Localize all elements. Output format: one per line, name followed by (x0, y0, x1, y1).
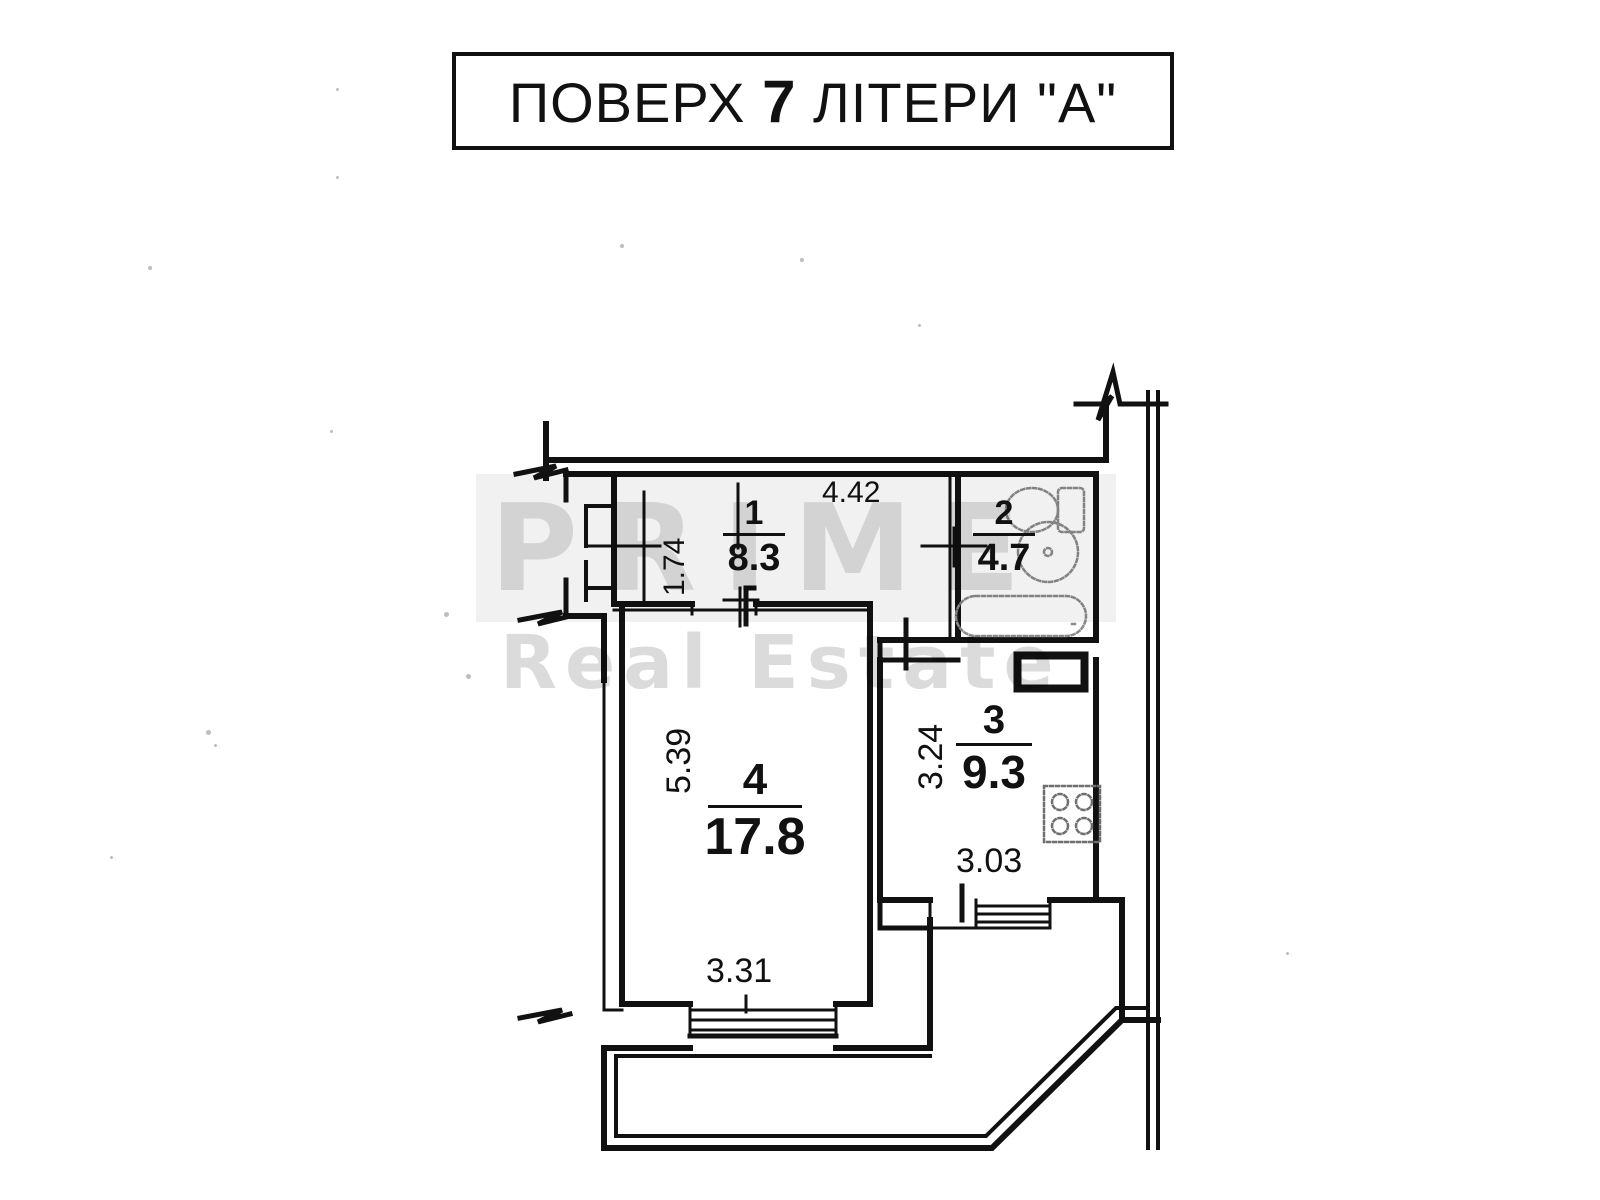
scan-speck (148, 266, 152, 270)
kitchen-window (928, 898, 1052, 930)
kitchen-counter-inner (1018, 656, 1084, 688)
scan-speck (110, 856, 113, 859)
title-floor-number: 7 (762, 67, 797, 135)
scan-speck (466, 674, 471, 679)
room-4-number: 4 (742, 755, 768, 804)
balcony-outline (601, 1017, 1161, 1151)
room-1-area: 8.3 (727, 537, 781, 579)
bathroom-door (877, 617, 961, 671)
scan-speck (330, 430, 333, 433)
dimension-lines (584, 482, 988, 1014)
dimension-hall-height: 1.74 (658, 537, 691, 596)
sink-icon (1016, 520, 1080, 584)
title-prefix: ПОВЕРХ (508, 70, 746, 134)
room-1-number: 1 (744, 494, 764, 532)
living-room-inner-line (602, 678, 624, 1012)
room-label-3: 3 9.3 (950, 700, 1038, 795)
room-2-area: 4.7 (977, 537, 1031, 579)
stove-icon (1042, 784, 1102, 844)
room-label-1: 1 8.3 (718, 496, 790, 577)
dimension-kitchen-height: 3.24 (912, 723, 950, 790)
scan-speck (336, 176, 339, 179)
hall-threshold (612, 602, 872, 616)
kitchen-walls (877, 657, 1099, 903)
dimension-kitchen-width: 3.03 (956, 842, 1023, 880)
dimension-hall-width: 4.42 (822, 476, 881, 509)
break-symbol-top-right (1073, 362, 1169, 422)
room-1-rule (723, 533, 785, 536)
scan-speck (336, 88, 339, 91)
kitchen-counter (1013, 651, 1089, 693)
scan-speck (214, 744, 217, 747)
room-4-rule (708, 805, 802, 808)
dimension-living-height: 5.39 (660, 727, 698, 794)
room-2-number: 2 (994, 494, 1014, 532)
scan-speck (918, 324, 921, 327)
room-3-rule (956, 743, 1032, 746)
living-room-door (743, 585, 757, 627)
bathroom-fixtures (954, 486, 1088, 638)
scan-speck (206, 730, 211, 735)
hall-band-walls (611, 471, 1099, 653)
bathtub-icon (954, 594, 1088, 638)
balcony-inner-line (614, 1006, 1150, 1138)
title-suffix: ЛІТЕРИ "А" (813, 70, 1118, 134)
floor-title-box: ПОВЕРХ 7 ЛІТЕРИ "А" (452, 52, 1174, 150)
room-label-4: 4 17.8 (700, 755, 810, 866)
room-2-rule (973, 533, 1035, 536)
right-loggia-walls (1093, 897, 1125, 1023)
hall-left-jamb (584, 504, 616, 602)
living-room-window (688, 1002, 838, 1038)
break-symbol-lower-left (517, 609, 574, 627)
living-room-walls (619, 601, 873, 1007)
page-title: ПОВЕРХ 7 ЛІТЕРИ "А" (509, 67, 1117, 136)
entry-wall-left (543, 463, 617, 683)
dimension-living-width: 3.31 (706, 952, 773, 990)
break-symbol-upper-left (513, 463, 570, 481)
kitchen-window-sill (877, 897, 933, 931)
room-4-area: 17.8 (704, 808, 806, 866)
top-outer-wall (543, 401, 1109, 463)
scan-speck (444, 612, 449, 617)
scan-speck (620, 244, 624, 248)
room-label-2: 2 4.7 (968, 496, 1040, 577)
right-facade-wall (1146, 390, 1160, 1150)
scan-speck (1286, 952, 1289, 955)
room-3-number: 3 (982, 698, 1006, 742)
scan-speck (800, 258, 804, 262)
break-symbol-bottom-left (517, 1007, 574, 1025)
room-3-area: 9.3 (962, 746, 1026, 798)
